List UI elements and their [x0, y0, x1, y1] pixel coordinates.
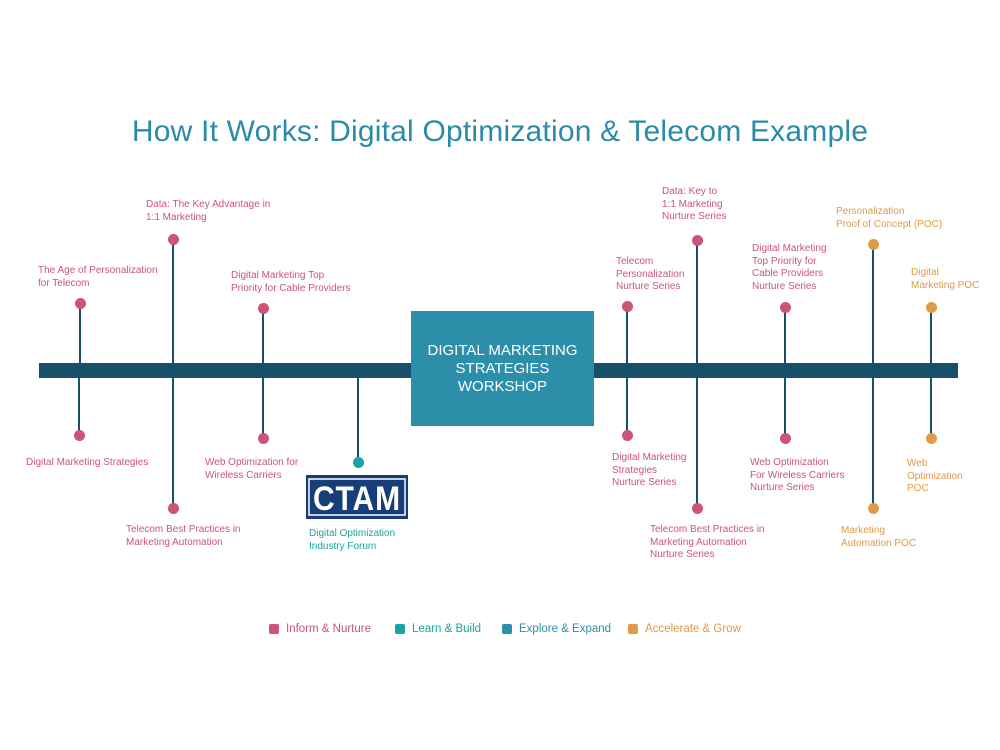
milestone-stem [784, 378, 786, 438]
milestone-label: Digital Marketing POC [911, 267, 980, 291]
milestone-label: Web Optimization POC [907, 458, 963, 494]
milestone-dot [691, 234, 703, 246]
milestone-stem [357, 378, 359, 462]
milestone-dot [74, 297, 86, 309]
milestone-label: Digital Marketing Strategies Nurture Ser… [612, 452, 687, 488]
legend-item: Accelerate & Grow [628, 622, 741, 636]
milestone-stem [784, 307, 786, 363]
milestone-label: Marketing Automation POC [841, 525, 917, 549]
page-title: How It Works: Digital Optimization & Tel… [131, 115, 869, 148]
milestone-label: Personalization Proof of Concept (POC) [836, 206, 943, 230]
milestone-dot [352, 456, 364, 468]
milestone-dot [925, 432, 937, 444]
milestone-label: Digital Marketing Strategies [26, 457, 149, 468]
legend-item: Inform & Nurture [269, 622, 371, 636]
milestone-stem [78, 378, 80, 435]
milestone-dot [925, 301, 937, 313]
milestone-label: Telecom Best Practices in Marketing Auto… [126, 524, 241, 548]
milestone-dot [73, 429, 85, 441]
milestone-dot [257, 302, 269, 314]
workshop-center-box: DIGITAL MARKETING STRATEGIES WORKSHOP [411, 311, 594, 426]
legend-label: Accelerate & Grow [645, 623, 741, 635]
milestone-stem [79, 303, 81, 363]
milestone-label: Data: The Key Advantage in 1:1 Marketing [146, 199, 271, 223]
milestone-stem [172, 378, 174, 508]
milestone-stem [262, 378, 264, 438]
milestone-label: The Age of Personalization for Telecom [38, 265, 158, 289]
milestone-dot [691, 502, 703, 514]
legend-item: Learn & Build [395, 622, 481, 636]
milestone-dot [867, 502, 879, 514]
milestone-label: Digital Marketing Top Priority for Cable… [231, 270, 351, 294]
milestone-stem [262, 308, 264, 363]
milestone-stem [872, 378, 874, 508]
milestone-dot [257, 432, 269, 444]
milestone-stem [930, 378, 932, 438]
milestone-dot [167, 233, 179, 245]
ctam-logo-text: CTAM [313, 480, 401, 516]
milestone-dot [167, 502, 179, 514]
legend-swatch [269, 624, 279, 634]
legend-label: Explore & Expand [519, 623, 612, 635]
ctam-logo: CTAM [306, 475, 408, 519]
milestone-label: Telecom Personalization Nurture Series [616, 256, 685, 292]
milestone-dot [779, 432, 791, 444]
legend-swatch [628, 624, 638, 634]
legend-label: Inform & Nurture [286, 623, 371, 635]
milestone-label: Digital Optimization Industry Forum [309, 528, 396, 552]
milestone-stem [930, 307, 932, 363]
milestone-dot [621, 429, 633, 441]
legend-label: Learn & Build [412, 623, 482, 635]
milestone-stem [696, 378, 698, 508]
milestone-stem [872, 244, 874, 363]
milestone-dot [779, 301, 791, 313]
legend-swatch [395, 624, 405, 634]
ctam-logo-graphic: CTAM [308, 478, 406, 516]
milestone-dot [621, 300, 633, 312]
milestone-label: Telecom Best Practices in Marketing Auto… [650, 524, 765, 560]
milestone-label: Web Optimization for Wireless Carriers [205, 457, 299, 481]
milestone-label: Digital Marketing Top Priority for Cable… [752, 243, 827, 292]
milestone-stem [626, 378, 628, 435]
milestone-stem [696, 240, 698, 363]
milestone-label: Web Optimization For Wireless Carriers N… [750, 457, 845, 493]
milestone-stem [626, 306, 628, 363]
milestone-dot [867, 238, 879, 250]
legend-swatch [502, 624, 512, 634]
milestone-stem [172, 239, 174, 363]
milestone-label: Data: Key to 1:1 Marketing Nurture Serie… [662, 186, 727, 222]
legend-item: Explore & Expand [502, 622, 611, 636]
